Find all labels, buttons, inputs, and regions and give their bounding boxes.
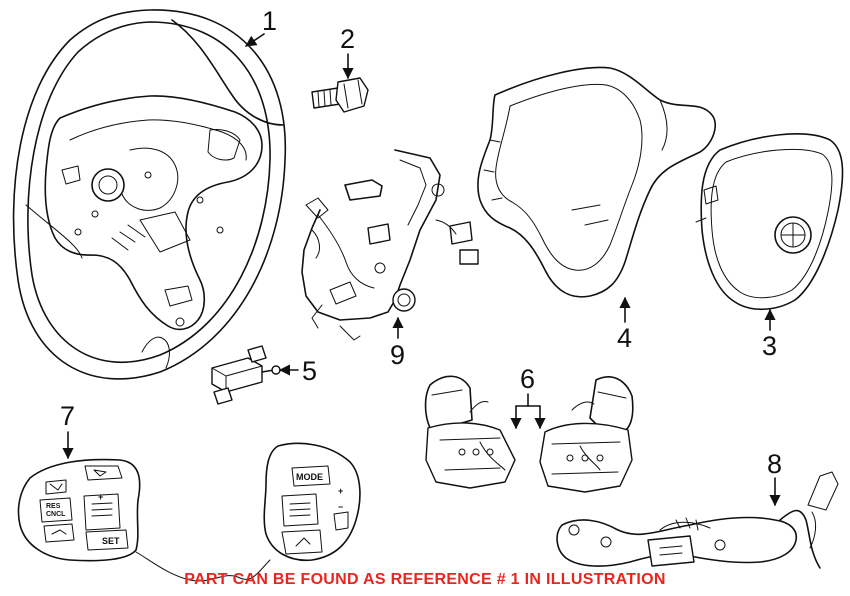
paddle-shifter-right-part[interactable] — [539, 376, 634, 493]
bolt-part[interactable] — [311, 77, 369, 113]
plus-left-label[interactable]: + — [98, 492, 103, 502]
callout-8: 8 — [767, 449, 782, 507]
callout-6-label: 6 — [520, 364, 535, 394]
paddle-shifter-left-part[interactable] — [424, 375, 516, 489]
callout-1-label: 1 — [262, 6, 277, 36]
left-switch-panel-part[interactable]: RES CNCL + SET — [17, 458, 141, 562]
callout-9: 9 — [390, 316, 405, 370]
callout-9-label: 9 — [390, 340, 405, 370]
reference-caption: PART CAN BE FOUND AS REFERENCE # 1 IN IL… — [184, 571, 666, 588]
steering-wheel-part[interactable] — [12, 9, 287, 380]
set-label[interactable]: SET — [102, 536, 120, 546]
callout-6: 6 — [510, 364, 546, 430]
callout-7-label: 7 — [60, 401, 75, 431]
callout-3-label: 3 — [762, 331, 777, 361]
plus-right-label[interactable]: + — [338, 486, 343, 496]
callout-1: 1 — [245, 6, 277, 47]
wiring-harness-part[interactable] — [556, 471, 839, 569]
callout-2: 2 — [340, 24, 355, 80]
clock-spring-bracket-part[interactable] — [301, 149, 479, 341]
callout-5: 5 — [278, 356, 317, 386]
sensor-connector-part[interactable] — [211, 345, 281, 405]
callout-2-label: 2 — [340, 24, 355, 54]
cncl-label[interactable]: CNCL — [46, 511, 66, 518]
airbag-module-part[interactable] — [695, 133, 844, 311]
callout-8-label: 8 — [767, 449, 782, 479]
callout-5-label: 5 — [302, 356, 317, 386]
mode-label[interactable]: MODE — [296, 472, 323, 482]
callout-7: 7 — [60, 401, 75, 460]
callout-4-label: 4 — [617, 323, 632, 353]
trim-cover-part[interactable] — [477, 66, 716, 298]
minus-right-label[interactable]: − — [338, 502, 343, 512]
switch-connecting-wire — [135, 551, 271, 582]
res-label[interactable]: RES — [46, 503, 61, 510]
callout-4: 4 — [617, 296, 632, 353]
right-switch-panel-part[interactable]: MODE + − — [263, 442, 361, 561]
callout-3: 3 — [762, 308, 777, 361]
